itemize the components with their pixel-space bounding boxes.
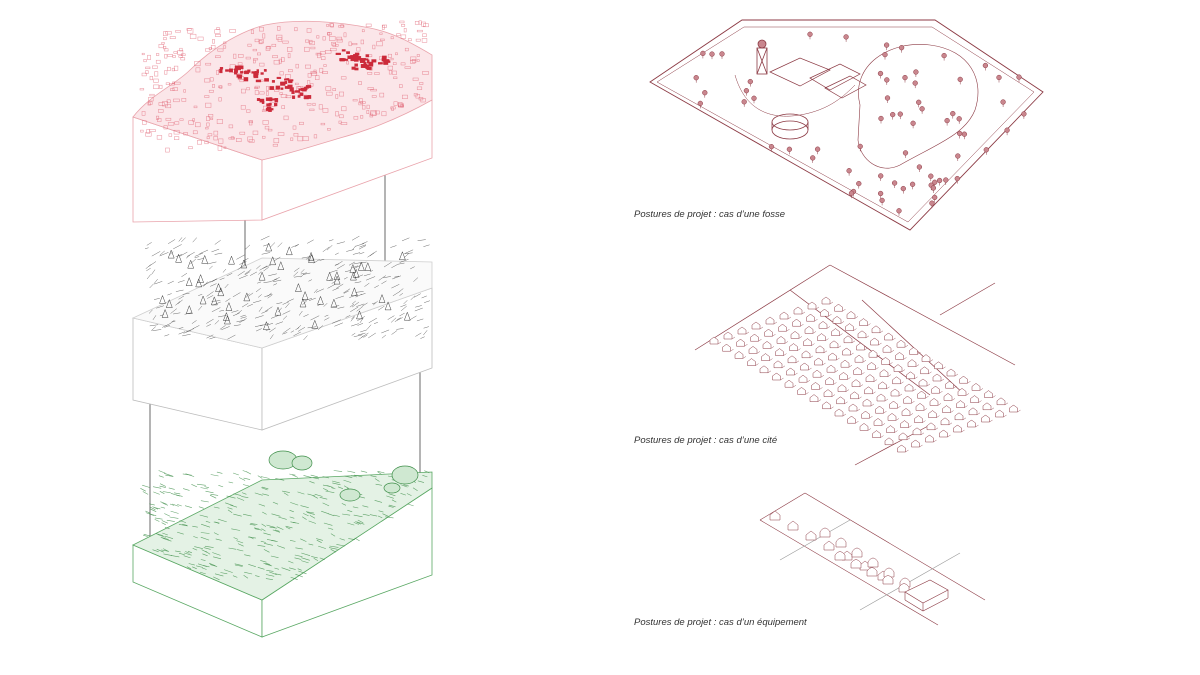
green-terrain-surface <box>132 471 433 601</box>
fosse-site-plan <box>649 19 1044 231</box>
cite-house-rows <box>709 296 1021 453</box>
fosse-sheds <box>769 57 867 99</box>
equipement-buildings <box>769 510 911 593</box>
fosse-site-boundary <box>649 19 1044 231</box>
fosse-path-loop <box>857 44 979 169</box>
cite-housing-plan <box>694 264 1021 466</box>
equipement-plan <box>759 492 986 626</box>
caption-cite: Postures de projet : cas d’une cité <box>634 435 778 446</box>
equipement-hall <box>904 579 949 612</box>
infrastructure-network-texture <box>144 235 430 341</box>
caption-equipement: Postures de projet : cas d’un équipement <box>634 617 807 628</box>
grey-layer-top-outline <box>131 257 433 349</box>
landscape-layer <box>132 450 433 638</box>
circular-basin <box>771 113 809 140</box>
urban-dense-blocks <box>219 49 391 112</box>
urban-fabric-layer <box>132 20 433 223</box>
caption-fosse: Postures de projet : cas d’une fosse <box>634 209 786 220</box>
infrastructure-layer <box>131 235 433 431</box>
headframe-icon <box>756 39 768 75</box>
fosse-tree-grid <box>693 31 1027 216</box>
landscape-field-texture <box>140 470 430 581</box>
tree-clumps <box>268 450 419 502</box>
